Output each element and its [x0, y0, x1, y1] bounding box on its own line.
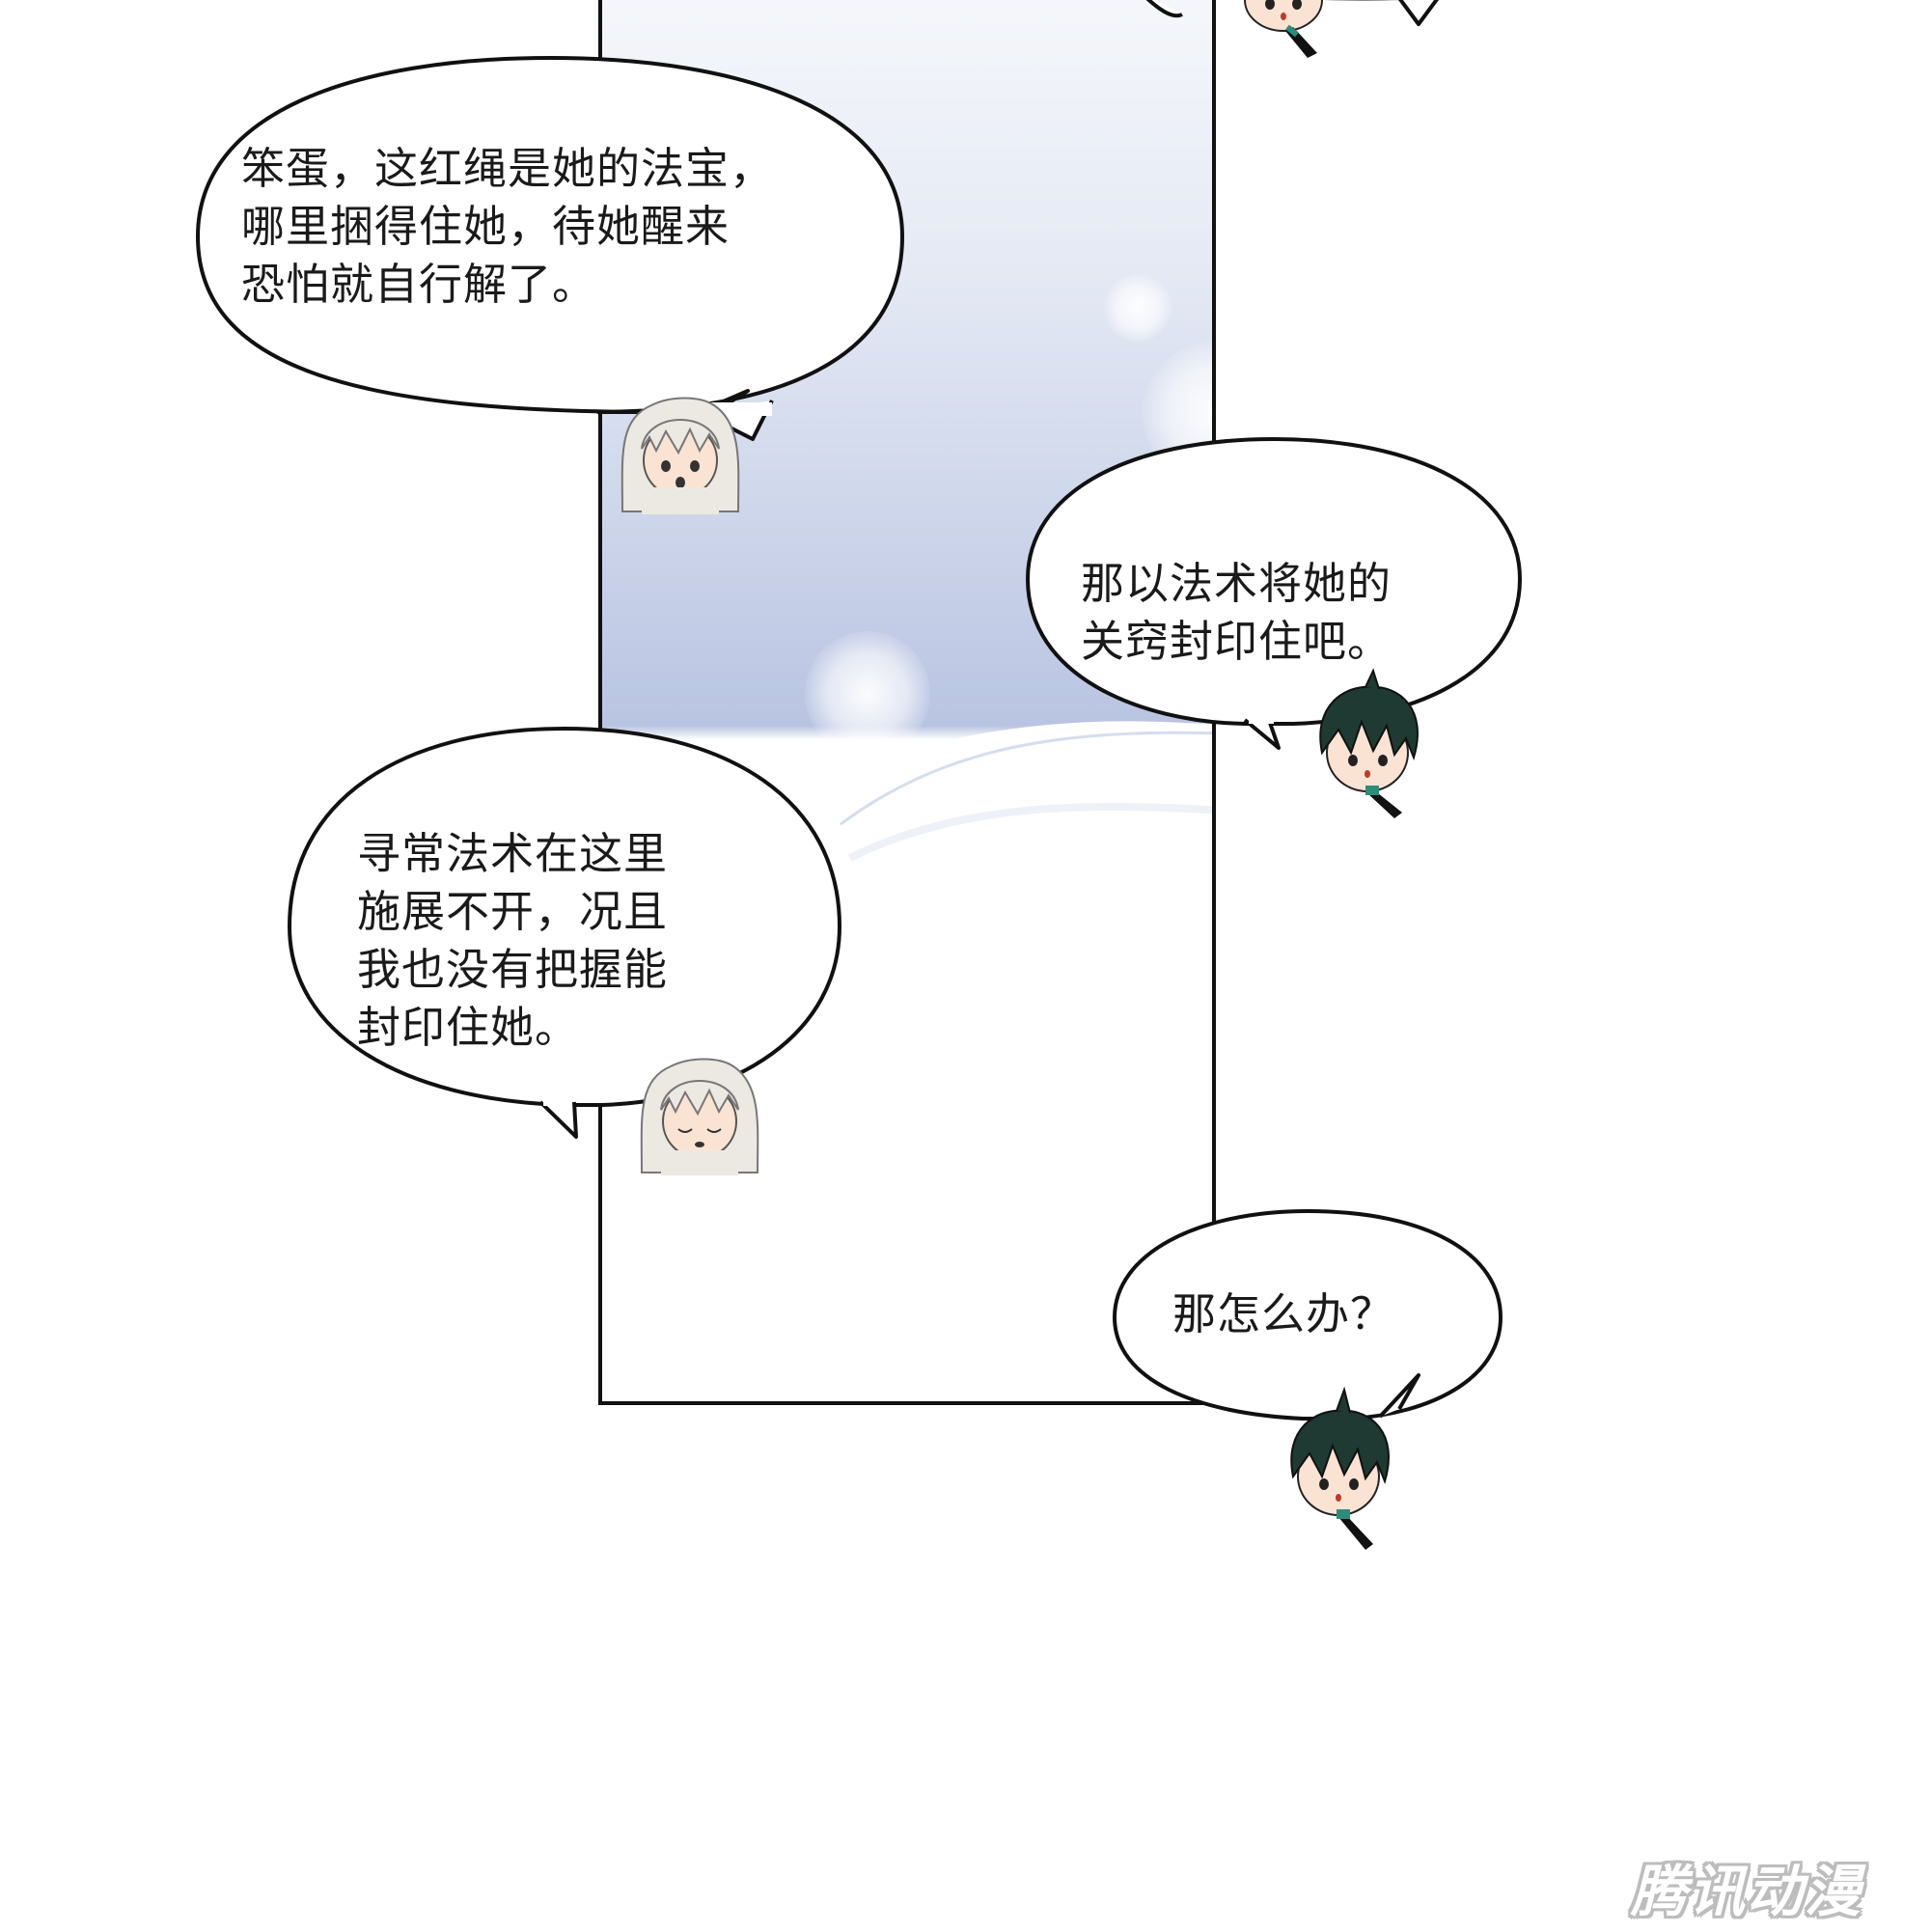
speech-bubble-outline — [1026, 437, 1522, 750]
dialogue-text: 那以法术将她的 关窍封印住吧。 — [1081, 558, 1392, 667]
speech-bubble: 那以法术将她的 关窍封印住吧。 — [1023, 434, 1525, 753]
speech-bubble-outline — [1113, 1209, 1503, 1421]
dark-haired-chibi — [1290, 1386, 1390, 1550]
speech-bubble-outline — [1145, 0, 1440, 26]
watermark-logo: 腾讯动漫 — [1631, 1859, 1863, 1924]
speech-bubble-outline — [288, 727, 841, 1139]
white-haired-chibi — [640, 1058, 759, 1175]
light-orb — [1104, 274, 1172, 342]
dialogue-text: 笨蛋，这红绳是她的法宝， 哪里捆得住她，待她醒来 恐怕就自行解了。 — [241, 143, 775, 310]
dialogue-text: 寻常法术在这里 施展不开，况且 我也没有把握能 封印住她。 — [357, 828, 669, 1053]
light-orb — [805, 631, 930, 757]
speech-bubble: 寻常法术在这里 施展不开，况且 我也没有把握能 封印住她。 — [285, 724, 844, 1139]
dark-haired-chibi — [1319, 668, 1419, 818]
speech-bubble-partial — [1145, 0, 1583, 39]
speech-bubble: 笨蛋，这红绳是她的法宝， 哪里捆得住她，待她醒来 恐怕就自行解了。 — [193, 53, 907, 441]
white-haired-chibi — [620, 397, 740, 514]
speech-bubble: 那怎么办？ — [1110, 1206, 1505, 1438]
dialogue-text: 那怎么办？ — [1172, 1288, 1395, 1339]
dark-haired-chibi-partial — [1244, 0, 1323, 58]
